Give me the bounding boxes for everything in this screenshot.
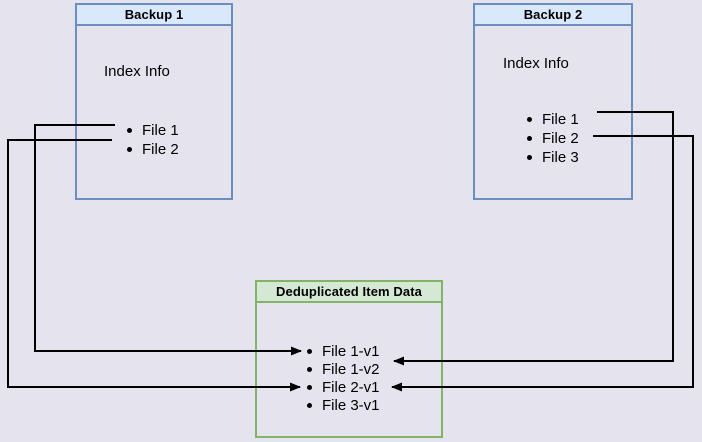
file-label: File 2 (142, 141, 179, 158)
backup1-title: Backup 1 (77, 5, 231, 26)
dedup-item-list: File 1-v1 File 1-v2 File 2-v1 File 3-v1 (307, 342, 380, 414)
list-item: File 3 (527, 148, 579, 167)
dedup-title: Deduplicated Item Data (257, 282, 441, 303)
item-label: File 1-v1 (322, 342, 380, 360)
item-label: File 3-v1 (322, 396, 380, 414)
file-label: File 1 (142, 122, 179, 139)
backup1-box: Backup 1 Index Info File 1 File 2 (75, 3, 233, 200)
backup1-file-list: File 1 File 2 (127, 121, 179, 159)
backup2-box: Backup 2 Index Info File 1 File 2 File 3 (473, 3, 633, 200)
list-item: File 1-v1 (307, 342, 380, 360)
list-item: File 2-v1 (307, 378, 380, 396)
list-item: File 2 (527, 129, 579, 148)
bullet-icon (307, 348, 312, 354)
file-label: File 1 (542, 111, 579, 128)
backup1-index-info-label: Index Info (104, 63, 170, 80)
bullet-icon (527, 117, 532, 122)
bullet-icon (307, 402, 312, 408)
bullet-icon (307, 366, 312, 372)
list-item: File 2 (127, 140, 179, 159)
bullet-icon (307, 384, 312, 390)
list-item: File 1 (127, 121, 179, 140)
list-item: File 3-v1 (307, 396, 380, 414)
backup2-title: Backup 2 (475, 5, 631, 26)
list-item: File 1 (527, 110, 579, 129)
bullet-icon (527, 136, 532, 141)
backup2-file-list: File 1 File 2 File 3 (527, 110, 579, 167)
item-label: File 1-v2 (322, 360, 380, 378)
backup2-index-info-label: Index Info (503, 55, 569, 72)
bullet-icon (127, 128, 132, 133)
deduplicated-item-data-box: Deduplicated Item Data File 1-v1 File 1-… (255, 280, 443, 438)
bullet-icon (127, 147, 132, 152)
item-label: File 2-v1 (322, 378, 380, 396)
file-label: File 2 (542, 130, 579, 147)
list-item: File 1-v2 (307, 360, 380, 378)
file-label: File 3 (542, 149, 579, 166)
bullet-icon (527, 155, 532, 160)
